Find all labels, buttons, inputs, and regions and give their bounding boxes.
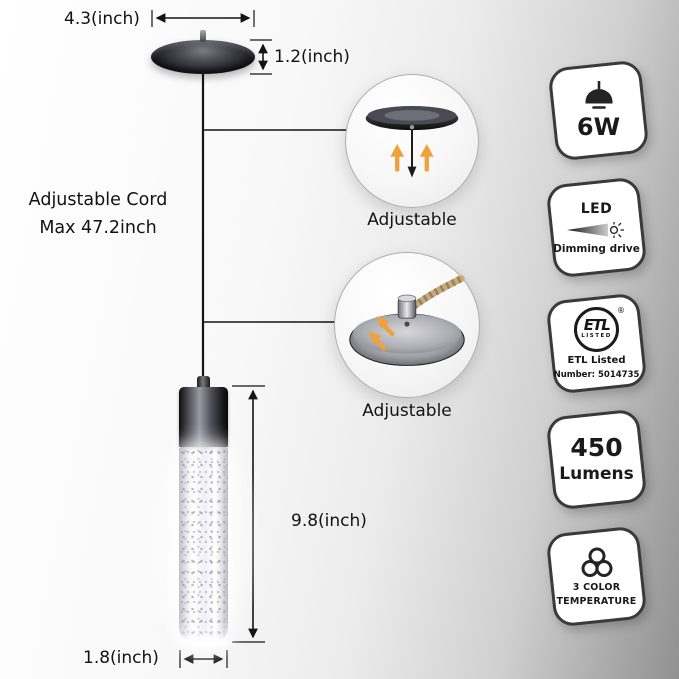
etl-number-line: Number: 5014735 <box>553 369 640 380</box>
badge-etl-content: ETL LISTED ® ETL Listed Number: 5014735 <box>553 300 640 387</box>
badge-led-content: LED Dimming drive <box>553 184 640 271</box>
pendant-light <box>179 376 228 643</box>
badge-wattage: 6W <box>547 59 650 162</box>
etl-logo: ETL LISTED ® <box>574 306 625 352</box>
etl-listed-text: LISTED <box>581 333 612 340</box>
lumens-unit: Lumens <box>559 464 634 484</box>
etl-registered-mark: ® <box>617 305 625 315</box>
dim-canopy-height <box>250 39 272 75</box>
canopy-width-dimension: 4.3(inch) <box>64 9 140 29</box>
dimming-beam-icon <box>566 221 624 238</box>
badge-color-temp-content: 3 COLOR TEMPERATURE <box>553 533 640 620</box>
pendant-height-dimension: 9.8(inch) <box>291 511 367 531</box>
badge-lumens: 450 Lumens <box>545 408 648 511</box>
cord-length-note: Adjustable Cord Max 47.2inch <box>8 186 188 242</box>
canopy-screw <box>200 30 206 42</box>
canopy-height-dimension: 1.2(inch) <box>274 47 350 67</box>
pendant-cord-connector <box>197 376 210 387</box>
wattage-value: 6W <box>576 113 621 141</box>
color-temp-icon <box>581 547 612 577</box>
orange-pull-arrows <box>368 316 395 351</box>
etl-listed-line: ETL Listed <box>567 354 626 366</box>
callout-cord-adjust <box>334 252 480 398</box>
etl-mark: ETL <box>583 316 610 335</box>
dimming-drive-label: Dimming drive <box>553 242 640 255</box>
pendant-lamp-icon <box>585 81 612 109</box>
cord-note-line1: Adjustable Cord <box>28 190 168 210</box>
led-title: LED <box>580 200 613 217</box>
pendant-width-dimension: 1.8(inch) <box>83 648 159 668</box>
badge-wattage-content: 6W <box>555 67 642 154</box>
callout-top-label: Adjustable <box>367 210 457 230</box>
dim-canopy-width <box>151 10 255 27</box>
badge-etl: ETL LISTED ® ETL Listed Number: 5014735 <box>545 292 648 395</box>
orange-up-arrows <box>390 143 434 172</box>
canopy-adjust-illustration <box>365 106 459 178</box>
pendant-crystal-body <box>179 447 228 643</box>
callout-bottom-label: Adjustable <box>362 401 452 421</box>
pendant-metal-cap <box>179 387 228 447</box>
badge-lumens-content: 450 Lumens <box>553 416 640 503</box>
color-temp-line2: TEMPERATURE <box>556 595 637 607</box>
color-temp-line1: 3 COLOR <box>572 581 621 593</box>
ceiling-canopy <box>151 40 255 74</box>
badge-color-temperature: 3 COLOR TEMPERATURE <box>545 525 648 628</box>
cord-note-line2: Max 47.2inch <box>39 218 157 238</box>
badge-led-dimming: LED Dimming drive <box>545 176 648 279</box>
callout-canopy-adjust <box>345 74 479 208</box>
cord-adjust-illustration <box>349 275 465 366</box>
lumens-value: 450 <box>570 433 623 462</box>
